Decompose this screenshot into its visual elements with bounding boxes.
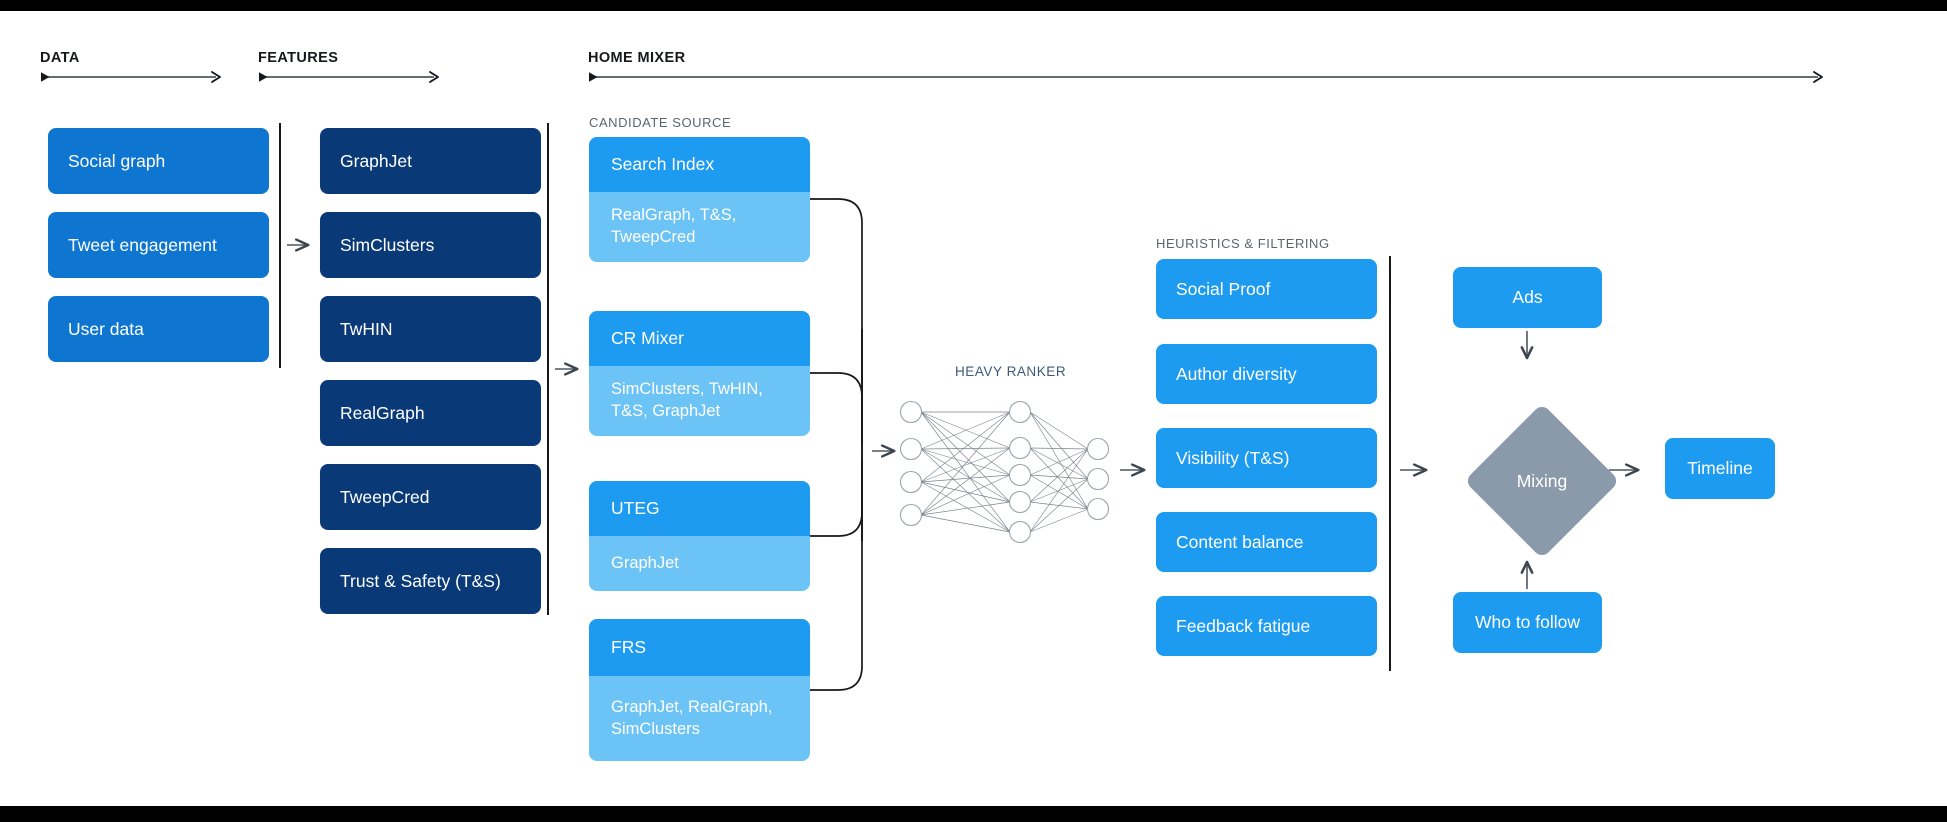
heuristic-node-social-proof[interactable]: Social Proof xyxy=(1156,259,1377,319)
feature-node-twhin[interactable]: TwHIN xyxy=(320,296,541,362)
divider-features-mixer xyxy=(547,123,549,615)
feature-node-simclusters[interactable]: SimClusters xyxy=(320,212,541,278)
output-node-who-to-follow[interactable]: Who to follow xyxy=(1453,592,1602,653)
data-node-label: Social graph xyxy=(68,150,166,171)
feature-node-tweepcred[interactable]: TweepCred xyxy=(320,464,541,530)
phase-arrow-data xyxy=(40,69,222,85)
heuristic-node-label: Author diversity xyxy=(1176,363,1297,384)
heavy-ranker-network xyxy=(899,400,1110,544)
candidate-source-detail: GraphJet xyxy=(589,536,810,591)
diagram-canvas: DATA FEATURES HOME MIXER xyxy=(0,11,1947,806)
feature-node-label: GraphJet xyxy=(340,150,412,171)
feature-node-label: RealGraph xyxy=(340,402,425,423)
candidate-source-name: FRS xyxy=(589,619,810,676)
connector-overlay xyxy=(287,198,1947,691)
output-node-label: Ads xyxy=(1512,287,1543,308)
feature-node-label: SimClusters xyxy=(340,234,435,255)
caption-heuristics-filtering: HEURISTICS & FILTERING xyxy=(1156,236,1330,251)
data-node-tweet-engagement[interactable]: Tweet engagement xyxy=(48,212,269,278)
data-node-user-data[interactable]: User data xyxy=(48,296,269,362)
heuristic-node-label: Content balance xyxy=(1176,531,1304,552)
feature-node-label: TweepCred xyxy=(340,486,430,507)
heuristic-node-label: Social Proof xyxy=(1176,278,1271,299)
mixing-label: Mixing xyxy=(1516,470,1568,491)
heuristic-node-feedback-fatigue[interactable]: Feedback fatigue xyxy=(1156,596,1377,656)
output-node-label: Who to follow xyxy=(1474,612,1581,633)
candidate-source-card-search-index[interactable]: Search Index RealGraph, T&S, TweepCred xyxy=(589,137,810,262)
feature-node-graphjet[interactable]: GraphJet xyxy=(320,128,541,194)
phase-label-home-mixer: HOME MIXER xyxy=(588,50,686,66)
output-node-label: Timeline xyxy=(1687,458,1753,479)
caption-heavy-ranker: HEAVY RANKER xyxy=(955,364,1067,379)
heuristic-node-label: Feedback fatigue xyxy=(1176,615,1311,636)
data-node-social-graph[interactable]: Social graph xyxy=(48,128,269,194)
data-node-label: User data xyxy=(68,318,144,339)
candidate-source-merge-bus xyxy=(810,198,863,691)
candidate-source-name: UTEG xyxy=(589,481,810,536)
candidate-source-card-frs[interactable]: FRS GraphJet, RealGraph, SimClusters xyxy=(589,619,810,761)
phase-label-data: DATA xyxy=(40,50,80,66)
candidate-source-name: CR Mixer xyxy=(589,311,810,366)
feature-node-label: TwHIN xyxy=(340,318,393,339)
output-node-timeline[interactable]: Timeline xyxy=(1665,438,1775,499)
divider-heuristics-output xyxy=(1389,256,1391,671)
divider-data-features xyxy=(279,123,281,368)
caption-candidate-source: CANDIDATE SOURCE xyxy=(589,115,732,130)
candidate-source-detail: GraphJet, RealGraph, SimClusters xyxy=(589,676,810,761)
heuristic-node-author-diversity[interactable]: Author diversity xyxy=(1156,344,1377,404)
candidate-source-card-cr-mixer[interactable]: CR Mixer SimClusters, TwHIN, T&S, GraphJ… xyxy=(589,311,810,436)
data-node-label: Tweet engagement xyxy=(68,234,217,255)
heuristic-node-visibility[interactable]: Visibility (T&S) xyxy=(1156,428,1377,488)
mixing-diamond[interactable]: Mixing xyxy=(1464,403,1620,559)
heuristic-node-label: Visibility (T&S) xyxy=(1176,447,1290,468)
candidate-source-name: Search Index xyxy=(589,137,810,192)
heuristic-node-content-balance[interactable]: Content balance xyxy=(1156,512,1377,572)
feature-node-trust-safety[interactable]: Trust & Safety (T&S) xyxy=(320,548,541,614)
candidate-source-detail: RealGraph, T&S, TweepCred xyxy=(589,192,810,262)
candidate-source-card-uteg[interactable]: UTEG GraphJet xyxy=(589,481,810,591)
output-node-ads[interactable]: Ads xyxy=(1453,267,1602,328)
phase-arrow-home-mixer xyxy=(588,69,1824,85)
phase-label-features: FEATURES xyxy=(258,50,339,66)
feature-node-realgraph[interactable]: RealGraph xyxy=(320,380,541,446)
feature-node-label: Trust & Safety (T&S) xyxy=(340,570,501,591)
candidate-source-detail: SimClusters, TwHIN, T&S, GraphJet xyxy=(589,366,810,436)
phase-arrow-features xyxy=(258,69,440,85)
